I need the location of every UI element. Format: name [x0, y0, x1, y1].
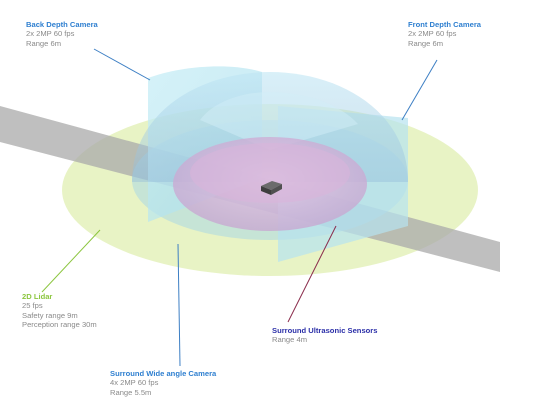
wide-camera-label: Surround Wide angle Camera 4x 2MP 60 fps…	[110, 369, 216, 397]
front-camera-spec: 2x 2MP 60 fps	[408, 29, 457, 39]
ultrasonic-range: Range 4m	[272, 335, 308, 345]
wide-camera-spec: 4x 2MP 60 fps	[110, 378, 159, 388]
lidar-title: 2D Lidar	[22, 292, 53, 301]
wide-camera-range: Range 5.5m	[110, 387, 152, 397]
lidar-fps: 25 fps	[22, 301, 43, 311]
robot-body	[261, 181, 282, 195]
front-camera-label: Front Depth Camera 2x 2MP 60 fps Range 6…	[408, 20, 481, 48]
lidar-leader-line	[41, 229, 101, 293]
ultrasonic-label: Surround Ultrasonic Sensors Range 4m	[272, 326, 378, 345]
front-camera-leader-line	[401, 59, 438, 121]
ultrasonic-inner-zone	[190, 143, 350, 203]
front-camera-title: Front Depth Camera	[408, 20, 481, 29]
back-camera-range: Range 6m	[26, 38, 62, 48]
wide-camera-leader-line	[177, 243, 181, 367]
ultrasonic-title: Surround Ultrasonic Sensors	[272, 326, 378, 335]
front-camera-range: Range 6m	[408, 38, 444, 48]
dome-inner-shade	[200, 92, 358, 150]
lidar-label: 2D Lidar 25 fps Safety range 9m Percepti…	[22, 292, 97, 330]
lidar-safety-range: Safety range 9m	[22, 310, 78, 320]
back-camera-leader-line	[93, 48, 151, 81]
back-camera-label: Back Depth Camera 2x 2MP 60 fps Range 6m	[26, 20, 98, 48]
lidar-perception-range: Perception range 30m	[22, 320, 97, 330]
wide-camera-title: Surround Wide angle Camera	[110, 369, 217, 378]
back-camera-spec: 2x 2MP 60 fps	[26, 29, 75, 39]
back-camera-title: Back Depth Camera	[26, 20, 98, 29]
ultrasonic-leader-line	[287, 225, 337, 323]
